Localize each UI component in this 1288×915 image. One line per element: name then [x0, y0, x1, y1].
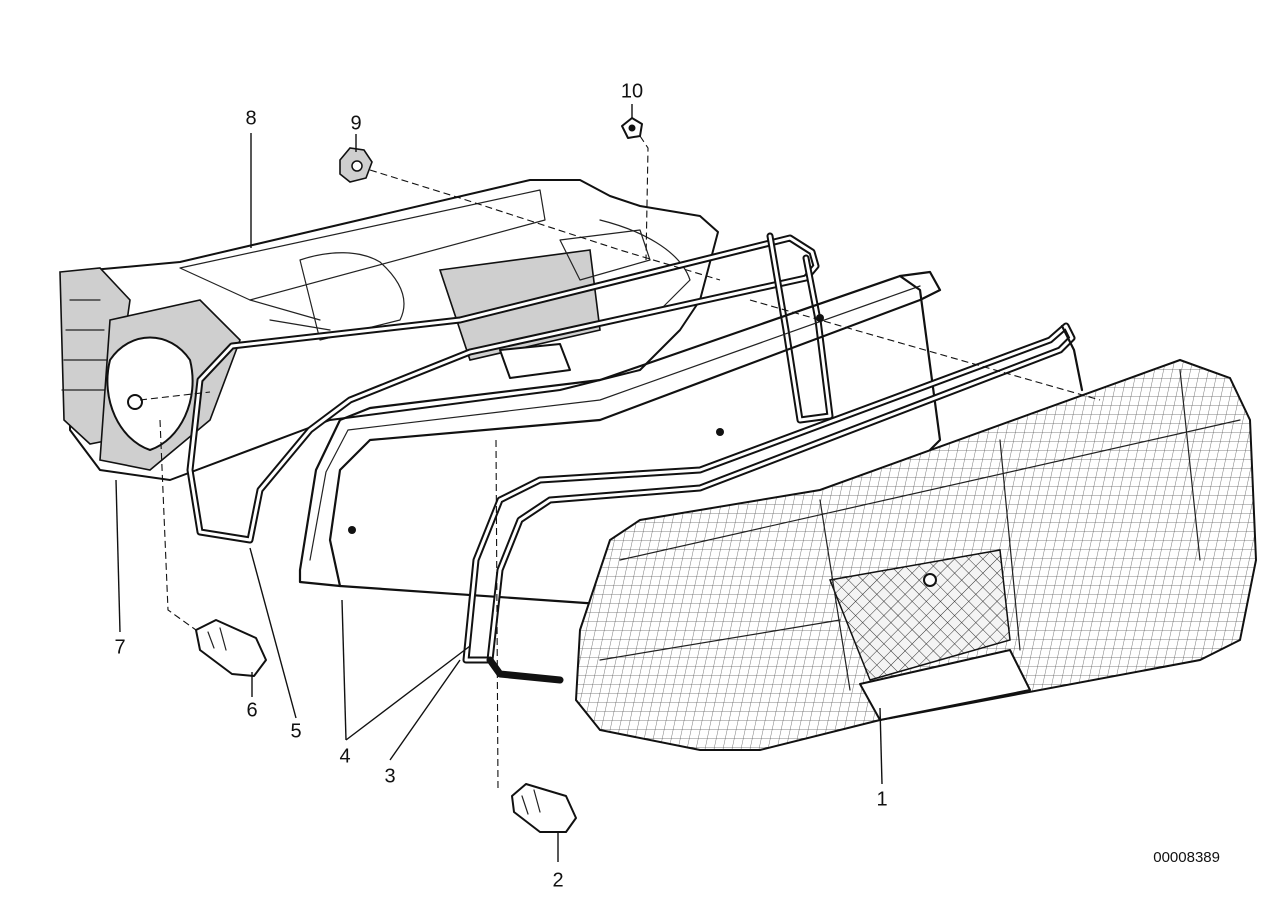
callout-4: 4	[339, 745, 350, 767]
callout-10: 10	[621, 80, 643, 102]
callout-3: 3	[384, 765, 395, 787]
callout-1: 1	[876, 788, 887, 810]
part-6-bulb	[195, 619, 267, 677]
part-3-lens-seal	[462, 322, 1084, 684]
callout-5: 5	[290, 720, 301, 742]
callout-6: 6	[246, 699, 257, 721]
callout-8: 8	[245, 107, 256, 129]
part-1-lens	[574, 358, 1258, 751]
part-9-nut	[339, 147, 373, 183]
callout-2: 2	[552, 869, 563, 891]
part-5-gasket	[186, 232, 834, 544]
part-10-clip	[621, 117, 643, 139]
part-2-bulb	[511, 783, 577, 833]
leader-lines	[115, 104, 883, 862]
assembly-lines	[139, 135, 1101, 791]
callout-9: 9	[350, 112, 361, 134]
callout-7: 7	[114, 636, 125, 658]
reference-number: 00008389	[1153, 849, 1220, 866]
callout-labels: 1 2 3 4 5 6 7 8 9 10	[114, 80, 887, 891]
